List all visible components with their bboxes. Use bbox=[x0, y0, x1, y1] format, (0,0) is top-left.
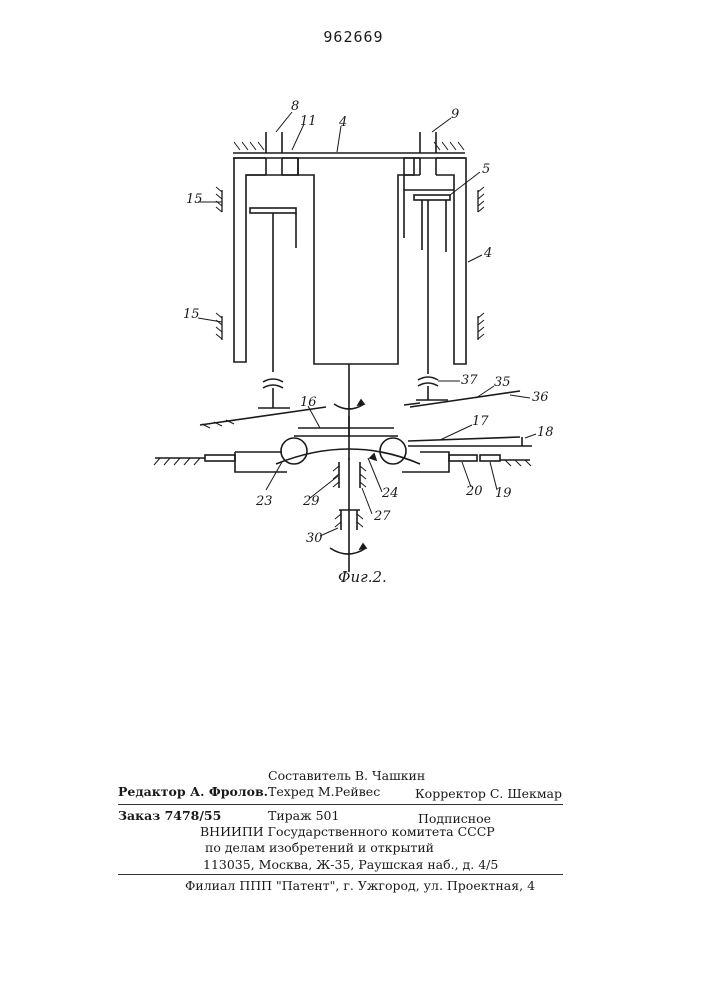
carriage bbox=[281, 416, 406, 464]
left-housing bbox=[216, 158, 298, 362]
corrector-line: Корректор С. Шекмар bbox=[415, 786, 562, 801]
lower-shaft bbox=[333, 458, 366, 572]
order-line: Заказ 7478/55 bbox=[118, 808, 221, 823]
branch-line: Филиал ППП "Патент", г. Ужгород, ул. Про… bbox=[185, 878, 535, 893]
label-9: 9 bbox=[451, 107, 459, 122]
incline-right bbox=[404, 391, 520, 407]
editor-line: Редактор А. Фролов. bbox=[118, 784, 268, 799]
label-18: 18 bbox=[537, 425, 554, 440]
right-piston bbox=[414, 195, 450, 374]
organization-line-1: ВНИИПИ Государственного комитета СССР bbox=[200, 824, 495, 839]
left-spring bbox=[258, 379, 290, 408]
label-15-upper: 15 bbox=[186, 192, 203, 207]
techred-line: Техред М.Рейвес bbox=[268, 784, 380, 799]
label-4-right: 4 bbox=[483, 246, 492, 261]
technical-drawing: 8 9 11 4 5 4 15 15 37 35 36 16 17 18 23 … bbox=[0, 0, 707, 600]
label-4-top: 4 bbox=[338, 115, 347, 130]
label-24: 24 bbox=[381, 486, 399, 501]
label-17: 17 bbox=[472, 414, 489, 429]
label-35: 35 bbox=[494, 375, 511, 390]
incline-left bbox=[200, 407, 326, 428]
right-spring bbox=[416, 377, 448, 400]
compiler-line: Составитель В. Чашкин bbox=[268, 768, 425, 783]
label-30: 30 bbox=[306, 531, 323, 546]
label-37: 37 bbox=[461, 373, 478, 388]
base-platform bbox=[154, 449, 531, 472]
guide-17 bbox=[408, 437, 520, 446]
right-housing bbox=[404, 158, 484, 364]
label-8: 8 bbox=[291, 99, 299, 114]
label-16: 16 bbox=[300, 395, 317, 410]
rotation-arrow-lower bbox=[330, 544, 366, 554]
label-36: 36 bbox=[532, 390, 549, 405]
imprint-rule-top bbox=[118, 804, 563, 805]
organization-line-2: по делам изобретений и открытий bbox=[205, 840, 434, 855]
label-29: 29 bbox=[302, 494, 320, 509]
label-27: 27 bbox=[373, 509, 391, 524]
left-piston bbox=[250, 208, 296, 372]
central-body bbox=[298, 158, 414, 460]
address-line: 113035, Москва, Ж-35, Раушская наб., д. … bbox=[203, 857, 498, 872]
label-15-lower: 15 bbox=[183, 307, 200, 322]
circulation-line: Тираж 501 bbox=[268, 808, 339, 823]
label-20: 20 bbox=[465, 484, 483, 499]
imprint-rule-bottom bbox=[118, 874, 563, 875]
label-5: 5 bbox=[482, 162, 490, 177]
figure-caption: Фиг.2. bbox=[338, 568, 387, 586]
top-plate bbox=[233, 142, 465, 158]
label-23: 23 bbox=[255, 494, 273, 509]
label-11: 11 bbox=[300, 114, 317, 129]
label-19: 19 bbox=[495, 486, 512, 501]
